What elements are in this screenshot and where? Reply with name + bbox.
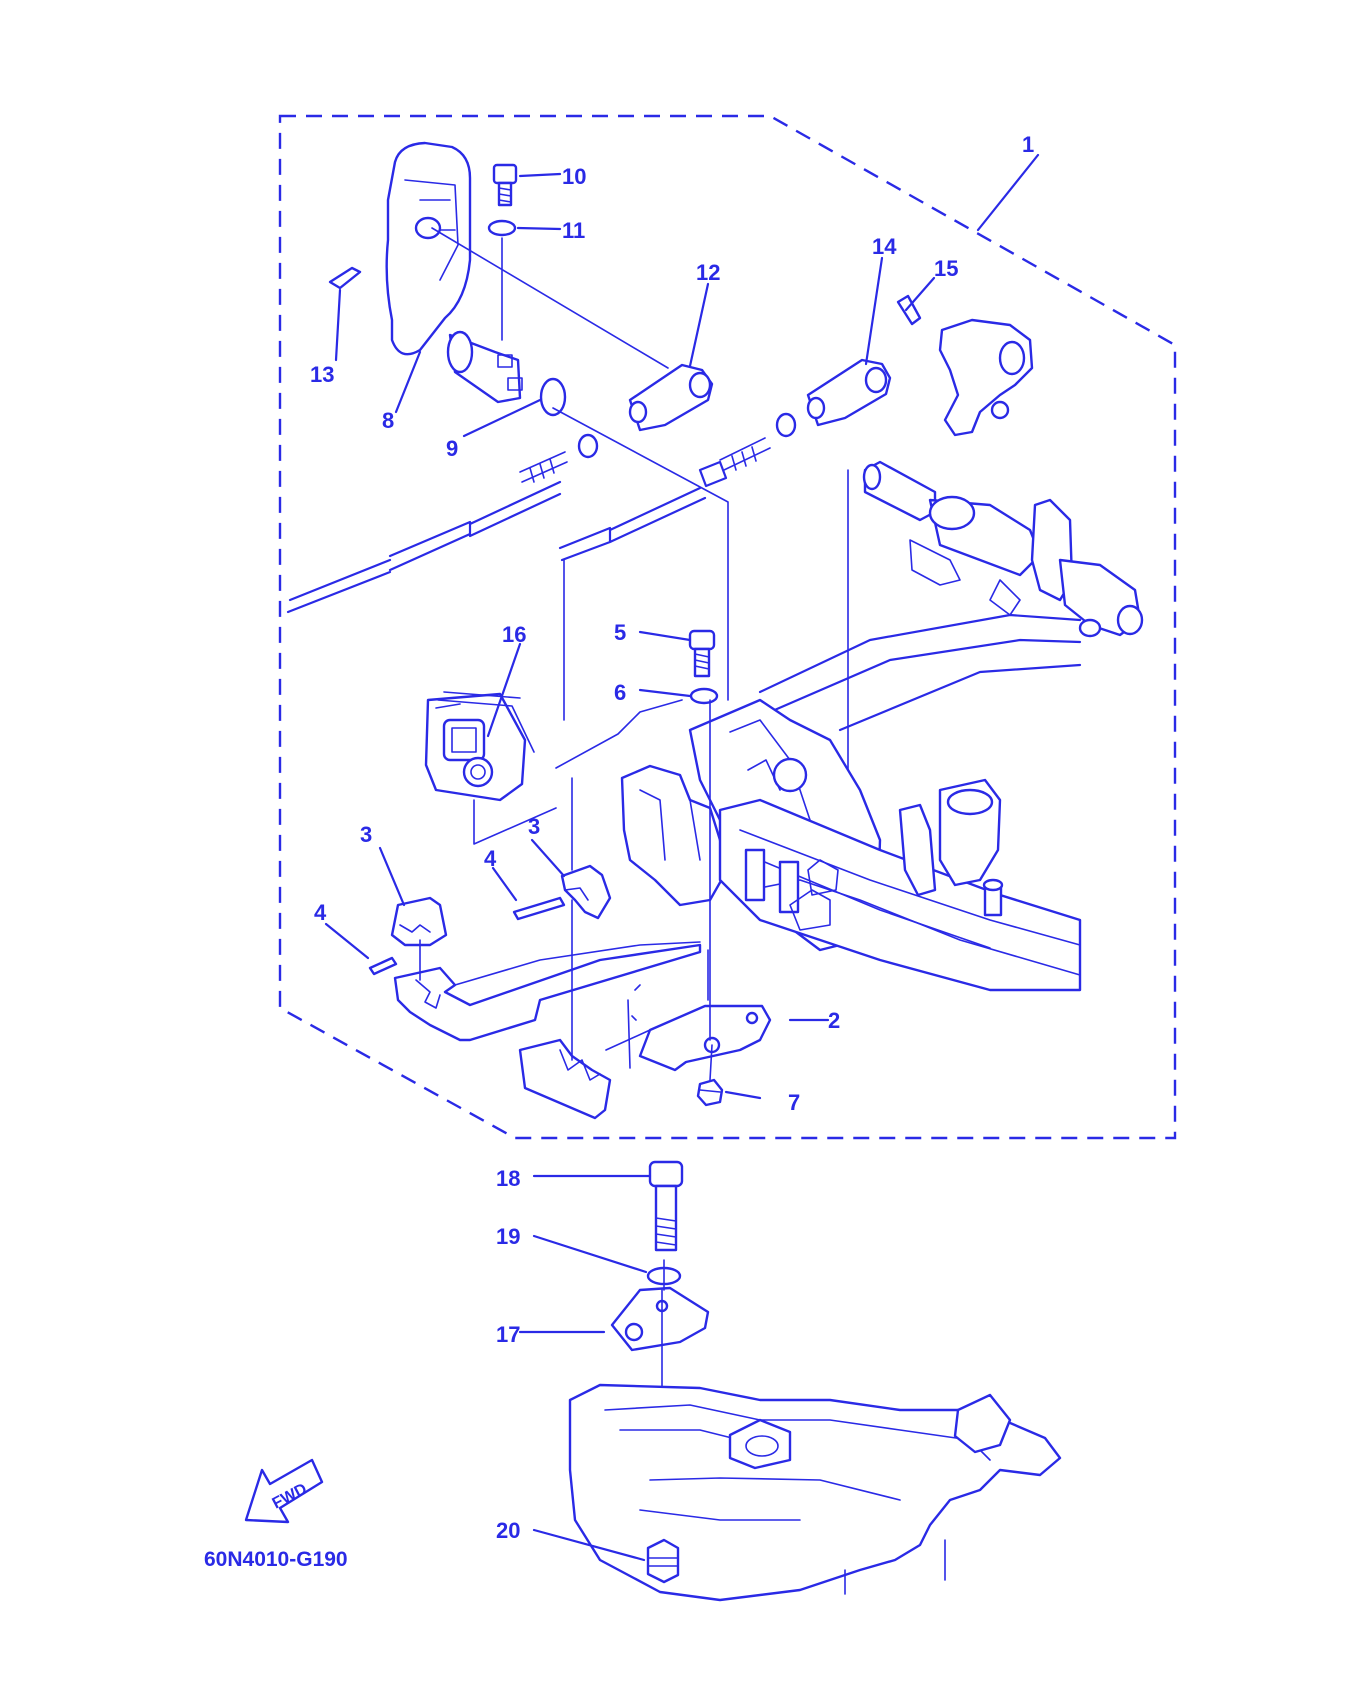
diagram-code: 60N4010-G190 <box>204 1548 348 1571</box>
swivel-bracket-body <box>568 1383 1062 1602</box>
callout-7: 7 <box>788 1090 800 1115</box>
callout-16: 16 <box>502 622 526 647</box>
callout-13: 13 <box>310 362 334 387</box>
callout-17: 17 <box>496 1322 520 1347</box>
guide-frame <box>473 699 683 871</box>
bolt-part-10 <box>492 163 518 207</box>
cover-plate-part-16 <box>424 691 535 802</box>
cable-thread-throttle <box>519 451 568 483</box>
bracket-part-2 <box>605 949 772 1072</box>
control-lever-part <box>385 141 523 404</box>
o-ring-part-9 <box>539 377 567 417</box>
pin-part-4-left <box>368 956 398 976</box>
callout-14: 14 <box>872 234 897 259</box>
cable-joint-part-14 <box>806 358 892 427</box>
bracket-clip-part-3-right <box>560 864 612 920</box>
pin-part-4-right <box>512 896 566 921</box>
callout-10: 10 <box>562 164 586 189</box>
nut-throttle <box>577 433 599 459</box>
shift-lever-part <box>938 318 1034 437</box>
clip-part-15 <box>896 294 922 326</box>
bracket-part-17 <box>610 1286 710 1352</box>
lower-lead-lines <box>419 699 713 1081</box>
callout-6: 6 <box>614 680 626 705</box>
callout-8: 8 <box>382 408 394 433</box>
washer-part-6 <box>689 687 719 705</box>
callout-5: 5 <box>614 620 626 645</box>
mount-bracket-left <box>393 941 702 1042</box>
callout-3-right: 3 <box>528 814 540 839</box>
callout-15: 15 <box>934 256 958 281</box>
bolt-part-18 <box>648 1160 684 1252</box>
callout-leader-lines <box>324 153 1040 1562</box>
callout-18: 18 <box>496 1166 520 1191</box>
callout-9: 9 <box>446 436 458 461</box>
plate-lead-lines <box>627 984 641 1069</box>
callout-3-left: 3 <box>360 822 372 847</box>
callout-19: 19 <box>496 1224 520 1249</box>
cable-thread-shift <box>719 437 771 471</box>
callout-2: 2 <box>828 1008 840 1033</box>
callout-1: 1 <box>1022 132 1034 157</box>
engine-mount-body <box>620 613 1082 992</box>
shift-cable <box>558 460 728 562</box>
nut-part-7 <box>696 1078 724 1107</box>
clip-part-13 <box>328 266 362 290</box>
bolt-part-5 <box>688 629 716 678</box>
assembly-boundary <box>278 114 1177 1140</box>
mount-bracket-center <box>518 1038 612 1120</box>
callout-20: 20 <box>496 1518 520 1543</box>
nut-shift <box>775 412 797 438</box>
assembly-guide-lines <box>431 227 849 809</box>
fwd-direction-badge: FWD <box>244 1458 324 1524</box>
callout-4-left: 4 <box>314 900 327 925</box>
bracket-clip-part-3-left <box>390 896 448 947</box>
callout-12: 12 <box>696 260 720 285</box>
cable-joint-part-12 <box>628 363 714 432</box>
callout-4-right: 4 <box>484 846 497 871</box>
throttle-link-assembly <box>862 460 1144 638</box>
nut-part-20 <box>646 1538 680 1584</box>
washer-part-11 <box>487 219 517 237</box>
throttle-cable <box>286 480 562 614</box>
callout-11: 11 <box>562 218 585 243</box>
